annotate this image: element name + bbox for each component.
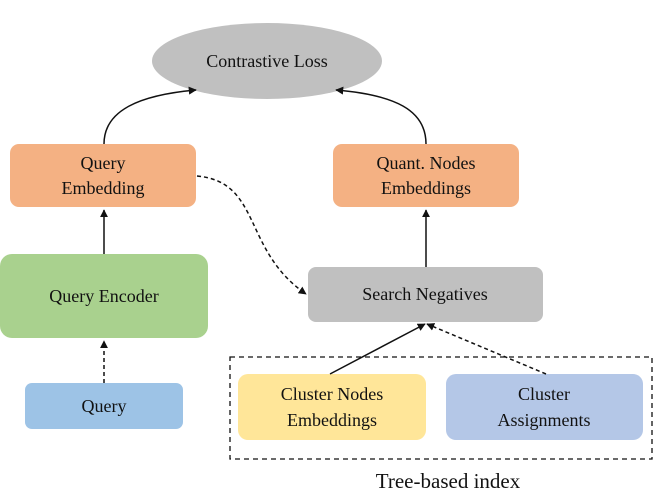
query-node: Query <box>25 383 183 429</box>
quant-nodes-embeddings-label-line1: Quant. Nodes <box>377 153 476 173</box>
cluster-nodes-embeddings-label-line1: Cluster Nodes <box>281 384 384 404</box>
cluster-nodes-embeddings-label-line2: Embeddings <box>287 410 377 430</box>
cluster-assignments-label-line1: Cluster <box>518 384 570 404</box>
tree-index-caption: Tree-based index <box>376 469 521 493</box>
query-label: Query <box>82 396 127 416</box>
query-box <box>25 383 183 429</box>
query-embedding-node: Query Embedding <box>10 144 196 207</box>
search-negatives-box <box>308 267 543 322</box>
query-encoder-node: Query Encoder <box>0 254 208 338</box>
edge-quant-nodes-to-loss <box>335 86 427 145</box>
cluster-nodes-embeddings-box <box>238 374 426 440</box>
edge-query-embedding-to-loss <box>103 86 197 145</box>
cluster-assignments-label-line2: Assignments <box>497 410 590 430</box>
cluster-nodes-embeddings-node: Cluster Nodes Embeddings <box>238 374 426 440</box>
query-embedding-box <box>10 144 196 207</box>
contrastive-loss-label: Contrastive Loss <box>206 51 328 71</box>
quant-nodes-embeddings-box <box>333 144 519 207</box>
query-encoder-box <box>0 254 208 338</box>
edge-cluster-nodes-to-search-negatives <box>329 323 426 375</box>
tree-index-frame <box>229 356 653 460</box>
quant-nodes-embeddings-label-line2: Embeddings <box>381 178 471 198</box>
edge-cluster-assignments-to-search-negatives <box>426 323 547 375</box>
cluster-assignments-box <box>446 374 643 440</box>
contrastive-loss-shape <box>152 23 382 99</box>
query-encoder-label: Query Encoder <box>49 286 158 306</box>
contrastive-loss-node: Contrastive Loss <box>152 23 382 99</box>
query-embedding-label-line2: Embedding <box>62 178 145 198</box>
cluster-assignments-node: Cluster Assignments <box>446 374 643 440</box>
quant-nodes-embeddings-node: Quant. Nodes Embeddings <box>333 144 519 207</box>
query-embedding-label-line1: Query <box>81 153 126 173</box>
search-negatives-node: Search Negatives <box>308 267 543 322</box>
edge-query-embedding-to-search-negatives <box>196 175 307 295</box>
search-negatives-label: Search Negatives <box>362 284 487 304</box>
